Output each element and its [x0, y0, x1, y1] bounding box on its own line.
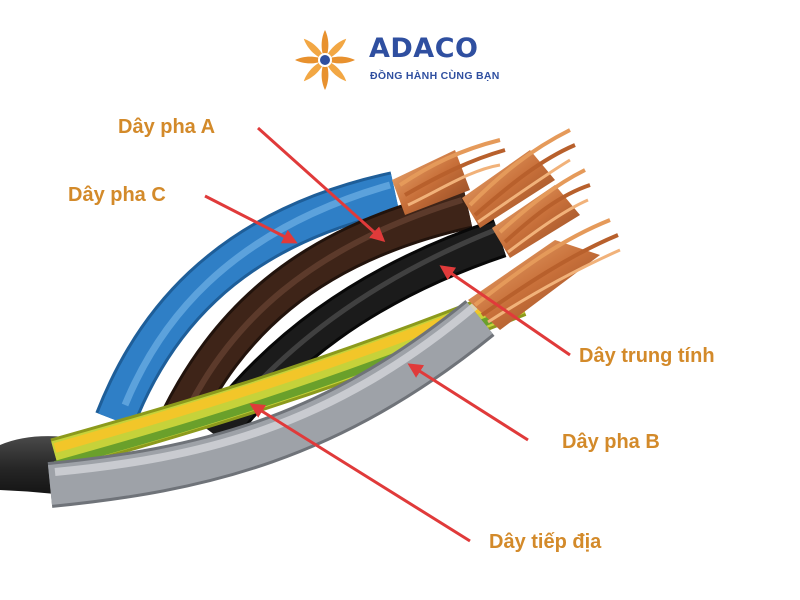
copper-bundle-blue: [392, 138, 506, 215]
brand-name: ADACO: [369, 33, 479, 64]
label-phase-c: Dây pha C: [68, 184, 166, 206]
label-phase-a: Dây pha A: [118, 116, 216, 138]
brand-logo: ADACO ĐỒNG HÀNH CÙNG BẠN: [292, 28, 522, 92]
wire-blue-phase-c: [95, 171, 400, 428]
label-neutral: Dây trung tính: [579, 345, 715, 367]
arrow-phase-a: [256, 126, 386, 243]
copper-bundle-brown: [462, 128, 576, 228]
arrow-phase-b: [407, 363, 529, 442]
lotus-flower-icon: [295, 30, 355, 90]
wire-grey-phase-b: [47, 300, 495, 508]
wire-brown-phase-a: [161, 187, 473, 430]
callout-arrows: [204, 126, 571, 543]
arrow-neutral: [439, 265, 571, 357]
brand-tagline: ĐỒNG HÀNH CÙNG BẠN: [370, 70, 500, 82]
copper-bundle-black: [492, 168, 591, 258]
arrow-phase-c: [204, 194, 298, 244]
label-earth: Dây tiếp địa: [489, 531, 602, 553]
arrow-earth: [249, 403, 471, 543]
label-phase-b: Dây pha B: [562, 431, 660, 453]
